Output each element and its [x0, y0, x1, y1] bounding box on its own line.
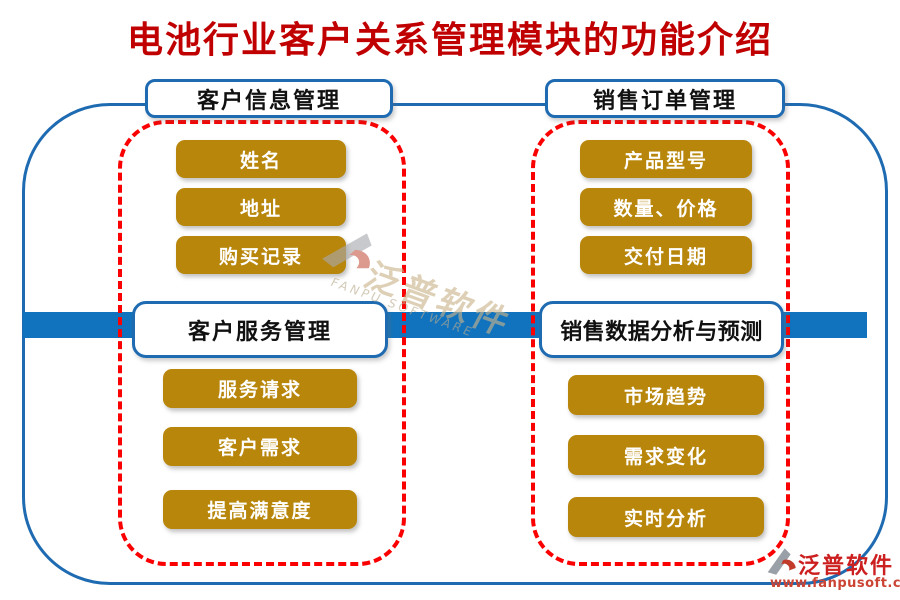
group-header-sales-forecast: 销售数据分析与预测: [539, 301, 784, 358]
group-header-sales-order: 销售订单管理: [545, 79, 785, 118]
dashed-frame-left: [118, 120, 406, 566]
item-demand-change: 需求变化: [568, 435, 764, 475]
item-quantity-price: 数量、价格: [580, 188, 752, 226]
item-customer-demand: 客户需求: [163, 427, 357, 466]
item-name: 姓名: [176, 140, 346, 178]
item-address: 地址: [176, 188, 346, 226]
fanpu-logo-icon: [767, 548, 796, 575]
group-header-customer-info: 客户信息管理: [145, 79, 393, 118]
fanpu-footer-watermark: 泛普软件 www.fanpusoft.com: [767, 546, 900, 596]
item-product-model: 产品型号: [580, 140, 752, 178]
footer-brand-text: 泛普软件: [798, 553, 895, 579]
item-improve-satisfaction: 提高满意度: [163, 490, 357, 529]
item-purchase-record: 购买记录: [176, 236, 346, 274]
item-delivery-date: 交付日期: [580, 236, 752, 274]
item-market-trend: 市场趋势: [568, 375, 764, 415]
group-header-customer-service: 客户服务管理: [132, 301, 388, 358]
item-realtime-analysis: 实时分析: [568, 497, 764, 537]
page-title: 电池行业客户关系管理模块的功能介绍: [126, 19, 773, 61]
footer-site-url: www.fanpusoft.com: [770, 576, 900, 591]
dashed-frame-right: [531, 120, 790, 566]
item-service-request: 服务请求: [163, 369, 357, 408]
